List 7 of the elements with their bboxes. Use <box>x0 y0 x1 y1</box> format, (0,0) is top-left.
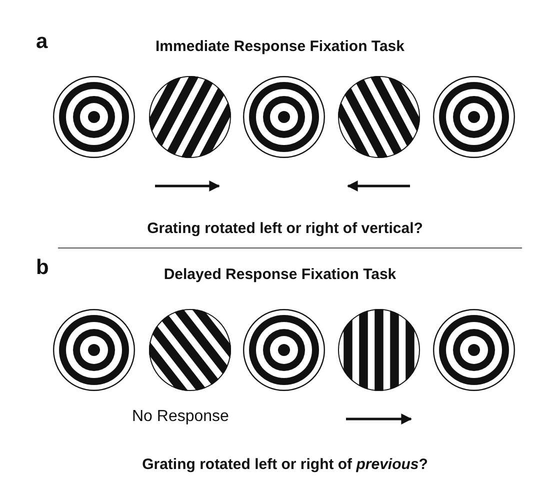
panel-title: Immediate Response Fixation Task <box>156 38 404 55</box>
panel-title: Delayed Response Fixation Task <box>164 266 396 283</box>
panel-letter: a <box>36 30 48 54</box>
panel-letter: b <box>36 256 49 280</box>
response-note: No Response <box>132 408 229 426</box>
task-question: Grating rotated left or right of vertical? <box>147 220 423 237</box>
task-question: Grating rotated left or right of previous? <box>142 456 428 473</box>
